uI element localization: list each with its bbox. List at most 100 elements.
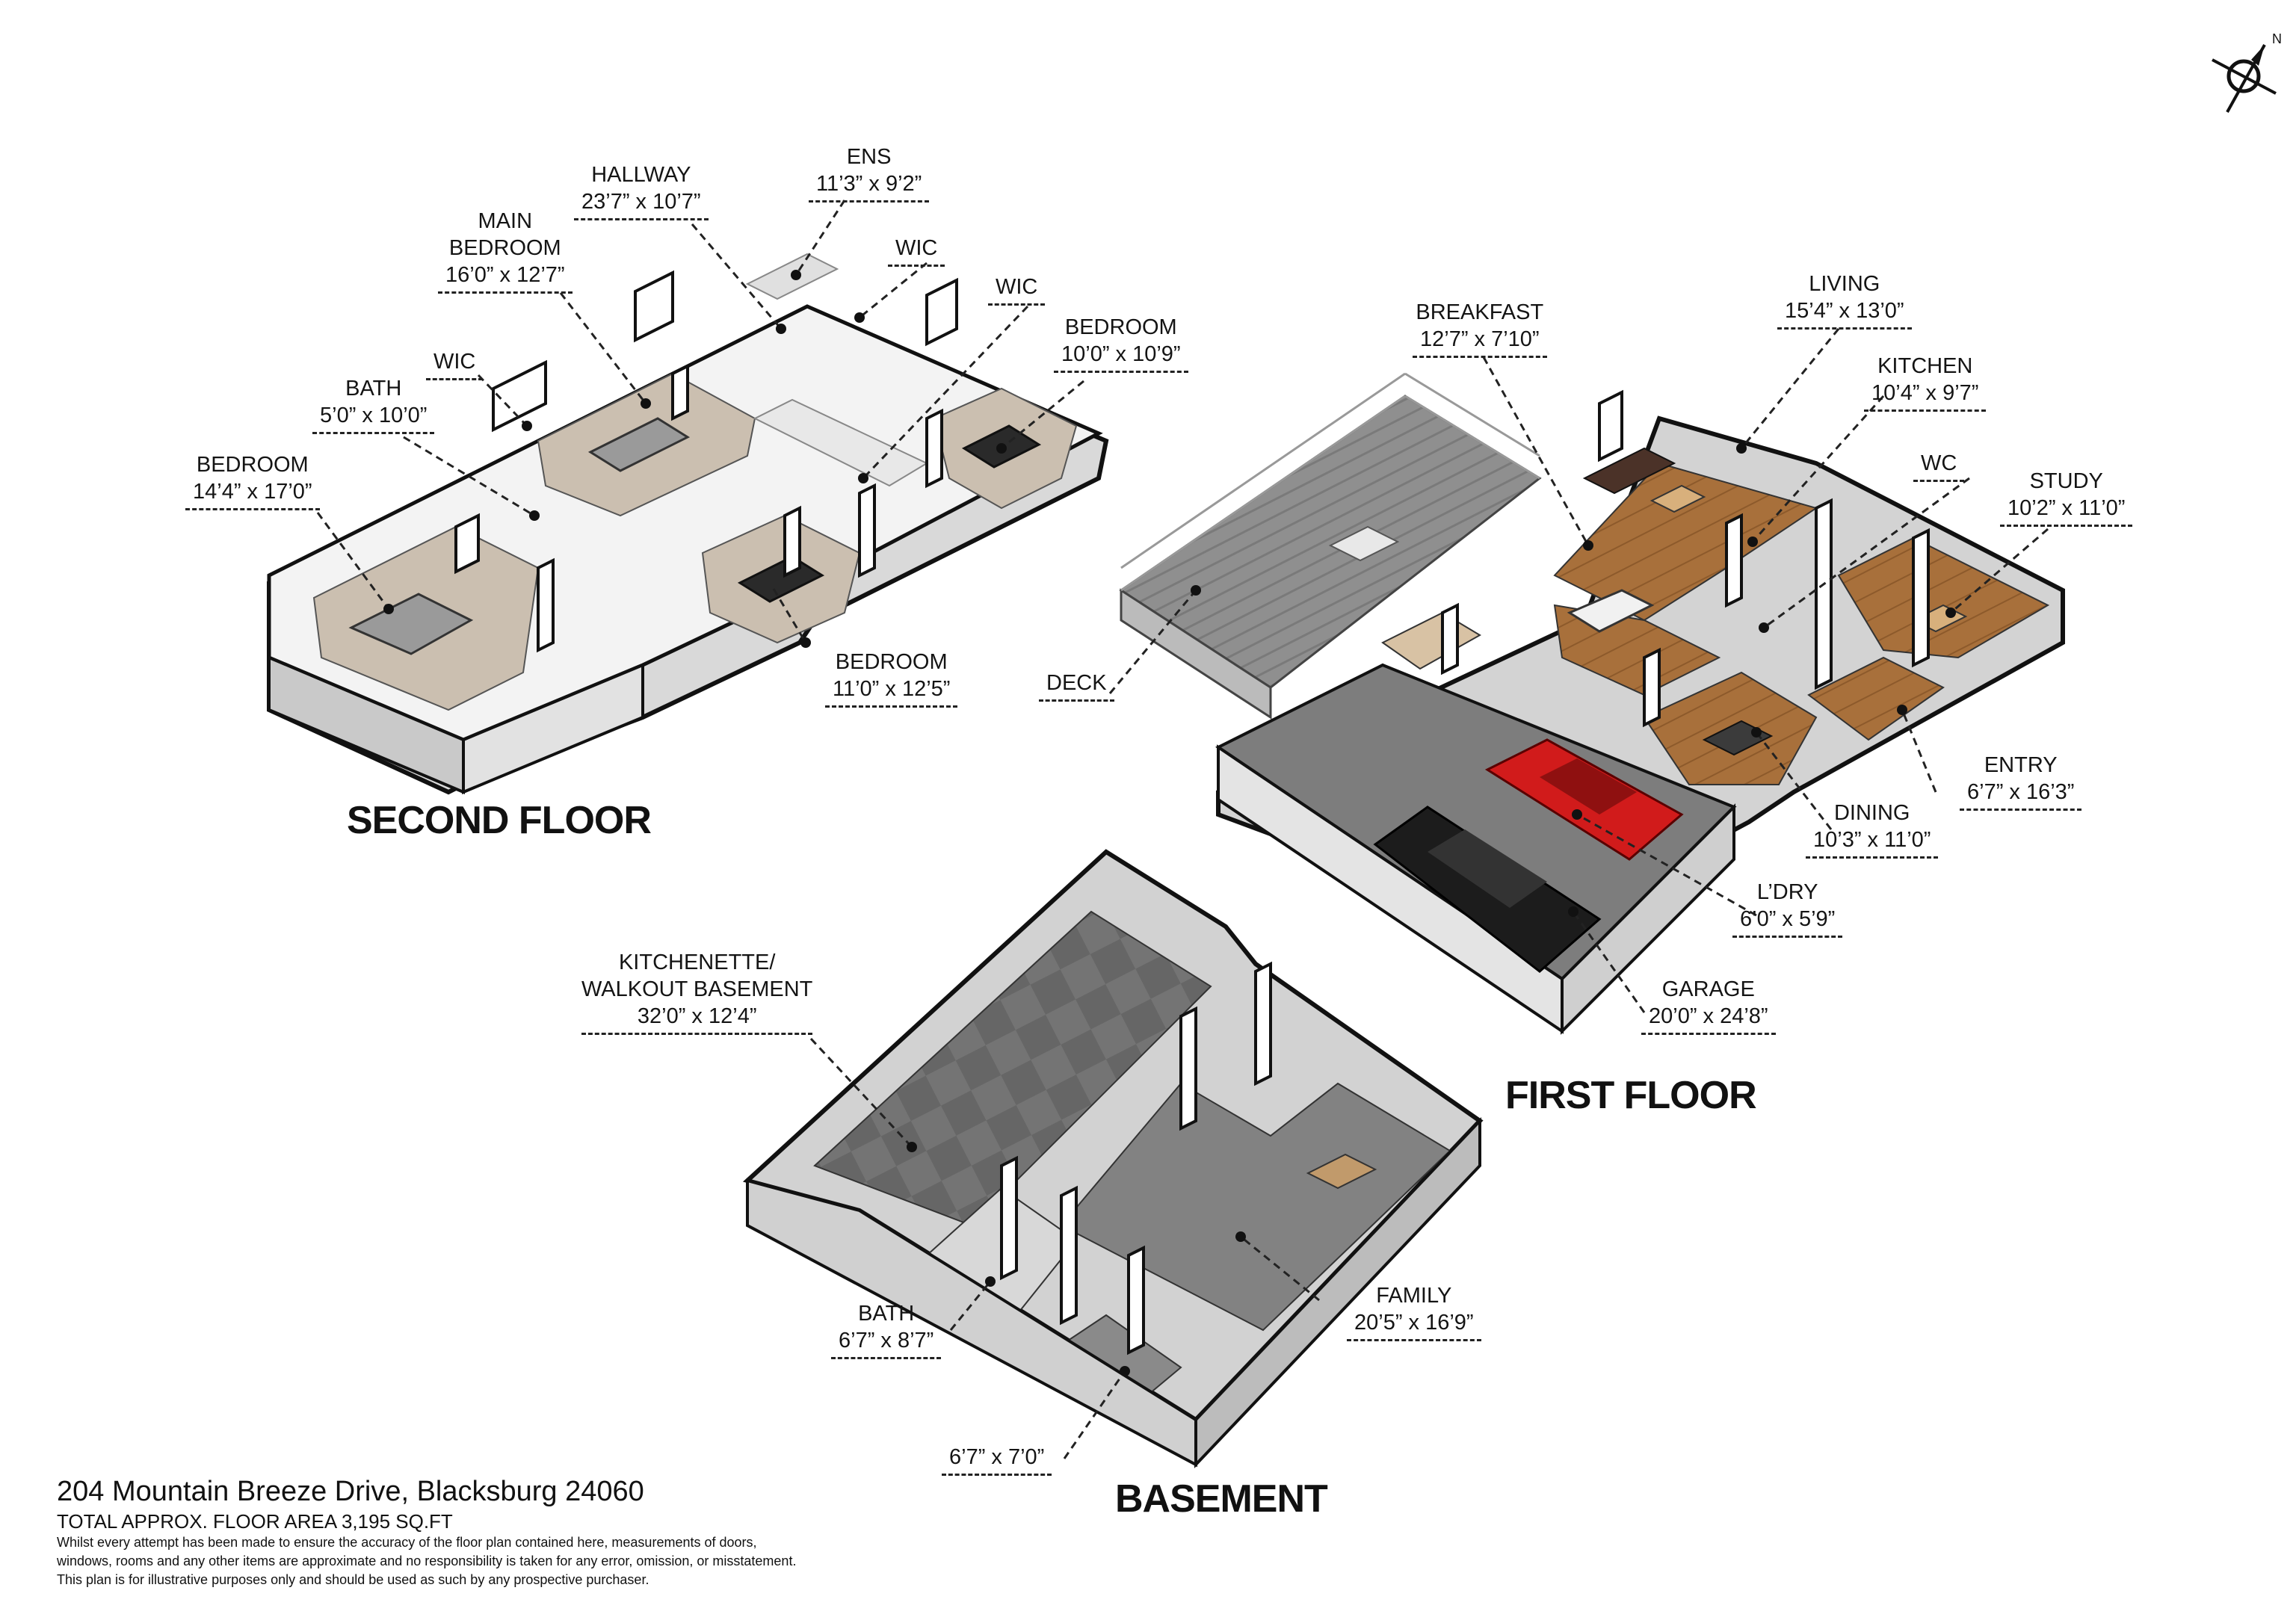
- room-name: BEDROOM: [196, 453, 309, 477]
- label-entry: ENTRY 6’7” x 16’3”: [1960, 752, 2082, 811]
- room-dims: 6’7” x 16’3”: [1960, 779, 2082, 811]
- label-bedroom-ne: BEDROOM 10’0” x 10’9”: [1054, 314, 1188, 373]
- label-main-bedroom: MAIN BEDROOM 16’0” x 12’7”: [438, 208, 573, 294]
- label-breakfast: BREAKFAST 12’7” x 7’10”: [1413, 299, 1547, 358]
- leader-lines: [316, 200, 2049, 1459]
- second-floor-interior-walls: [454, 270, 958, 653]
- room-name: KITCHENETTE/: [618, 950, 776, 974]
- room-name: ENS: [846, 145, 892, 169]
- label-study: STUDY 10’2” x 11’0”: [2000, 468, 2133, 527]
- room-name-line2: WALKOUT BASEMENT: [581, 977, 813, 1001]
- total-floor-area: TOTAL APPROX. FLOOR AREA 3,195 SQ.FT: [57, 1510, 453, 1533]
- room-dims: 32’0” x 12’4”: [581, 1003, 813, 1035]
- room-name: GARAGE: [1661, 977, 1755, 1001]
- label-garage: GARAGE 20’0” x 24’8”: [1641, 976, 1776, 1035]
- plan-footer: 204 Mountain Breeze Drive, Blacksburg 24…: [57, 1474, 1028, 1589]
- label-bath-upper: BATH 5’0” x 10’0”: [312, 375, 435, 434]
- label-storage: 6’7” x 7’0”: [942, 1444, 1052, 1476]
- car-red-roof: [1540, 758, 1637, 814]
- room-name: WC: [1913, 450, 1965, 482]
- room-name: WIC: [888, 235, 945, 267]
- floor-title-basement: BASEMENT: [1115, 1477, 1328, 1521]
- label-wic-ens: WIC: [888, 235, 945, 267]
- room-name: DECK: [1039, 670, 1114, 702]
- kitchen-island: [1567, 589, 1655, 633]
- basement-wall-right: [1194, 1116, 1481, 1469]
- car-black-roof: [1428, 829, 1547, 908]
- room-dims: 20’0” x 24’8”: [1641, 1003, 1776, 1035]
- family-table: [1306, 1153, 1377, 1190]
- room-name: FAMILY: [1376, 1284, 1452, 1308]
- label-ens: ENS 11’3” x 9’2”: [809, 143, 930, 203]
- room-dims: 6’7” x 7’0”: [942, 1444, 1052, 1476]
- deck-table: [1328, 525, 1400, 562]
- room-name: ENTRY: [1984, 753, 2058, 777]
- study-floor: [1837, 537, 2050, 659]
- room-name: KITCHEN: [1877, 354, 1973, 378]
- bed-main: [587, 417, 691, 472]
- room-name: LIVING: [1809, 272, 1880, 296]
- disclaimer-line-2: windows, rooms and any other items are a…: [57, 1554, 797, 1568]
- room-name: BREAKFAST: [1416, 300, 1544, 324]
- room-name: HALLWAY: [591, 163, 691, 187]
- garage-wall-right: [1561, 803, 1735, 1035]
- label-living: LIVING 15’4” x 13’0”: [1777, 270, 1912, 330]
- label-wc: WC: [1913, 450, 1965, 482]
- label-kitchen: KITCHEN 10’4” x 9’7”: [1864, 353, 1987, 412]
- room-dims: 10’3” x 11’0”: [1806, 826, 1939, 859]
- label-kitchenette: KITCHENETTE/ WALKOUT BASEMENT 32’0” x 12…: [581, 949, 813, 1035]
- compass-icon: N: [2212, 31, 2282, 113]
- room-name-line2: BEDROOM: [448, 236, 561, 260]
- room-dims: 10’0” x 10’9”: [1054, 341, 1188, 373]
- room-name: BEDROOM: [835, 650, 948, 674]
- room-name: BATH: [345, 377, 402, 401]
- label-family: FAMILY 20’5” x 16’9”: [1347, 1282, 1481, 1341]
- label-bedroom-south: BEDROOM 11’0” x 12’5”: [825, 649, 958, 708]
- room-name: WIC: [988, 273, 1046, 306]
- room-name: MAIN: [478, 209, 533, 233]
- disclaimer-line-3: This plan is for illustrative purposes o…: [57, 1572, 649, 1587]
- compass-north-label: N: [2272, 31, 2282, 46]
- property-address: 204 Mountain Breeze Drive, Blacksburg 24…: [57, 1476, 644, 1507]
- coffee-table: [1650, 484, 1706, 513]
- bed-west: [348, 593, 474, 655]
- laundry-floor: [1381, 611, 1481, 670]
- disclaimer-line-1: Whilst every attempt has been made to en…: [57, 1535, 757, 1550]
- room-dims: 11’0” x 12’5”: [825, 676, 958, 708]
- room-name: L’DRY: [1756, 880, 1818, 904]
- deck-railing: [1120, 372, 1540, 592]
- room-dims: 6’7” x 8’7”: [831, 1327, 942, 1359]
- bed-south: [737, 555, 825, 603]
- basement-plan: [742, 849, 1484, 1469]
- room-dims: 12’7” x 7’10”: [1413, 326, 1547, 358]
- label-wic-left: WIC: [426, 348, 484, 380]
- first-floor-interior-walls: [1441, 389, 1930, 728]
- room-dims: 6’0” x 5’9”: [1732, 906, 1843, 938]
- room-markers: [383, 270, 1956, 1376]
- label-bath-lower: BATH 6’7” x 8’7”: [831, 1300, 942, 1359]
- entry-floor: [1807, 656, 1945, 741]
- label-dining: DINING 10’3” x 11’0”: [1806, 800, 1939, 859]
- room-name: DINING: [1833, 801, 1910, 825]
- room-dims: 11’3” x 9’2”: [809, 170, 930, 203]
- deck-side: [1120, 588, 1272, 720]
- label-hallway: HALLWAY 23’7” x 10’7”: [574, 161, 709, 220]
- sofa: [1582, 447, 1676, 495]
- room-dims: 15’4” x 13’0”: [1777, 297, 1912, 330]
- floor-title-first: FIRST FLOOR: [1505, 1074, 1757, 1117]
- room-dims: 16’0” x 12’7”: [438, 262, 573, 294]
- room-dims: 5’0” x 10’0”: [312, 402, 435, 434]
- floor-title-second: SECOND FLOOR: [347, 799, 652, 842]
- basement-interior-walls: [1000, 961, 1272, 1355]
- second-floor-plan: [267, 253, 1109, 795]
- room-dims: 10’2” x 11’0”: [2000, 495, 2133, 527]
- room-dims: 14’4” x 17’0”: [185, 478, 320, 510]
- label-laundry: L’DRY 6’0” x 5’9”: [1732, 879, 1843, 938]
- label-bedroom-west: BEDROOM 14’4” x 17’0”: [185, 451, 320, 510]
- room-dims: 23’7” x 10’7”: [574, 188, 709, 220]
- room-name: STUDY: [2029, 469, 2103, 493]
- room-dims: 10’4” x 9’7”: [1864, 380, 1987, 412]
- label-wic-2: WIC: [988, 273, 1046, 306]
- room-dims: 20’5” x 16’9”: [1347, 1309, 1481, 1341]
